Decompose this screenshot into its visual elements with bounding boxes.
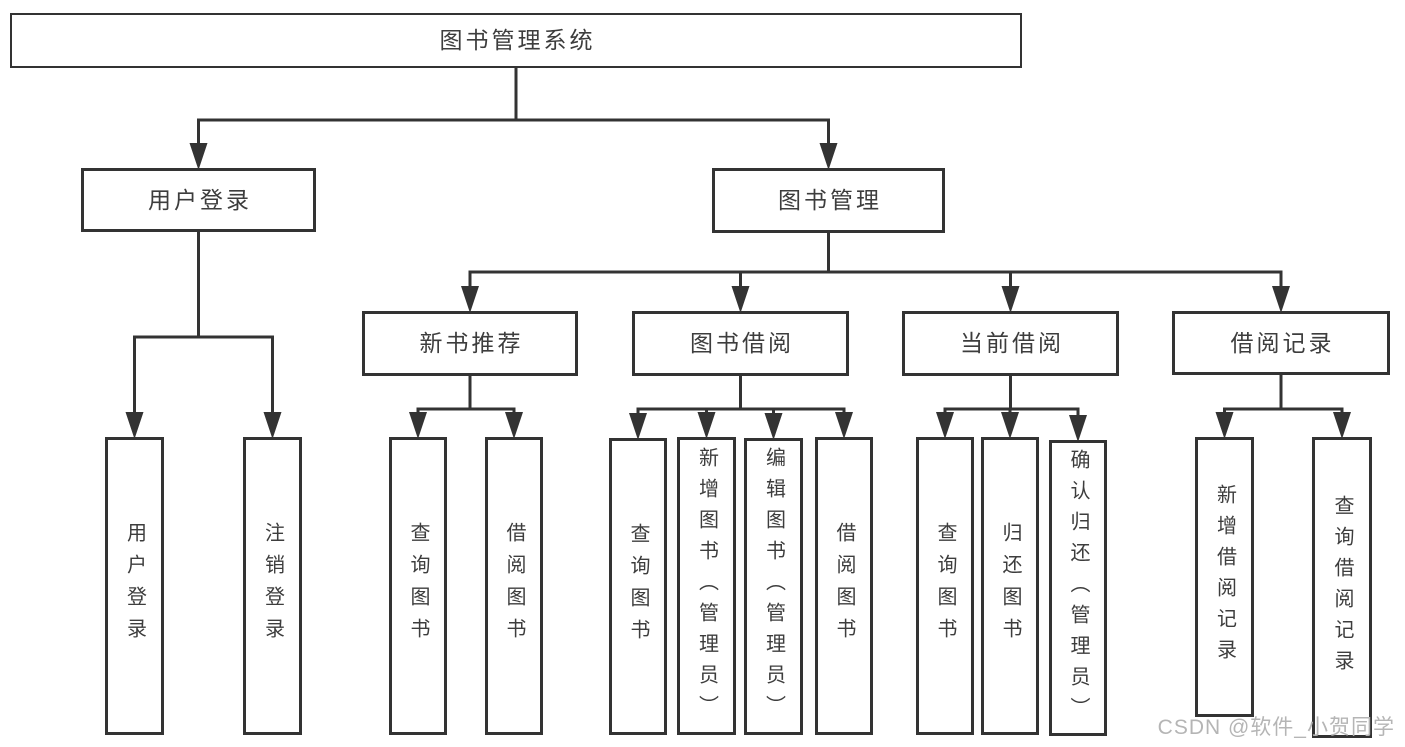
node-leaf-query-book-3: 查询图书 [916, 437, 974, 735]
node-label-leaf-query-book-2: 查询图书 [627, 522, 649, 651]
arrowhead-icon [461, 286, 479, 313]
arrowhead-icon [1215, 412, 1234, 439]
node-label-leaf-borrow-book-1: 借阅图书 [503, 522, 525, 650]
arrowhead-icon [697, 412, 716, 439]
arrowhead-icon [505, 412, 523, 439]
node-label-book-borrow: 图书借阅 [690, 330, 794, 356]
node-label-leaf-edit-book: 编辑图书（管理员） [762, 447, 785, 726]
node-label-leaf-add-book: 新增图书（管理员） [695, 446, 718, 726]
node-leaf-logout: 注销登录 [243, 437, 302, 735]
node-leaf-borrow-book-2: 借阅图书 [815, 437, 873, 735]
node-leaf-user-login: 用户登录 [105, 437, 164, 735]
node-user-login: 用户登录 [81, 168, 316, 232]
node-leaf-query-book-2: 查询图书 [609, 438, 667, 735]
arrowhead-icon [1333, 412, 1351, 439]
arrowhead-icon [263, 412, 282, 439]
arrowhead-icon [835, 412, 853, 439]
node-label-leaf-query-record: 查询借阅记录 [1331, 494, 1353, 681]
arrowhead-icon [125, 412, 144, 439]
node-label-leaf-borrow-book-2: 借阅图书 [833, 522, 855, 650]
node-leaf-return-book: 归还图书 [981, 437, 1039, 735]
arrowhead-icon [1001, 412, 1019, 439]
node-leaf-query-book-1: 查询图书 [389, 437, 447, 735]
node-new-book-rec: 新书推荐 [362, 311, 578, 376]
arrowhead-icon [819, 143, 838, 170]
node-leaf-add-book: 新增图书（管理员） [677, 437, 736, 735]
node-leaf-confirm-return: 确认归还（管理员） [1049, 440, 1107, 736]
arrowhead-icon [1272, 286, 1290, 313]
arrowhead-icon [1001, 286, 1020, 313]
node-leaf-borrow-book-1: 借阅图书 [485, 437, 543, 735]
node-label-current-borrow: 当前借阅 [960, 330, 1064, 356]
node-leaf-add-record: 新增借阅记录 [1195, 437, 1254, 717]
node-label-borrow-record: 借阅记录 [1230, 329, 1335, 356]
node-label-root: 图书管理系统 [439, 27, 596, 53]
node-label-book-mgmt: 图书管理 [778, 187, 882, 213]
node-label-user-login: 用户登录 [148, 186, 252, 213]
arrowhead-icon [1069, 415, 1087, 442]
arrowhead-icon [764, 413, 783, 440]
node-label-leaf-logout: 注销登录 [261, 522, 284, 650]
arrowhead-icon [936, 412, 954, 439]
arrowhead-icon [731, 286, 750, 313]
node-book-mgmt: 图书管理 [712, 168, 945, 233]
node-label-leaf-query-book-3: 查询图书 [934, 522, 956, 650]
node-book-borrow: 图书借阅 [632, 311, 849, 376]
node-label-new-book-rec: 新书推荐 [419, 330, 524, 356]
node-label-leaf-confirm-return: 确认归还（管理员） [1067, 448, 1089, 728]
node-leaf-query-record: 查询借阅记录 [1312, 437, 1372, 738]
node-root: 图书管理系统 [10, 13, 1022, 68]
arrowhead-icon [409, 412, 427, 439]
node-leaf-edit-book: 编辑图书（管理员） [744, 438, 803, 735]
node-current-borrow: 当前借阅 [902, 311, 1119, 376]
watermark-text: CSDN @软件_小贺同学 [1157, 716, 1395, 739]
node-borrow-record: 借阅记录 [1172, 311, 1390, 375]
arrowhead-icon [629, 413, 647, 440]
node-label-leaf-add-record: 新增借阅记录 [1213, 484, 1236, 670]
node-label-leaf-query-book-1: 查询图书 [407, 522, 429, 650]
node-label-leaf-return-book: 归还图书 [999, 522, 1021, 650]
node-label-leaf-user-login: 用户登录 [123, 522, 146, 650]
arrowhead-icon [189, 143, 208, 170]
